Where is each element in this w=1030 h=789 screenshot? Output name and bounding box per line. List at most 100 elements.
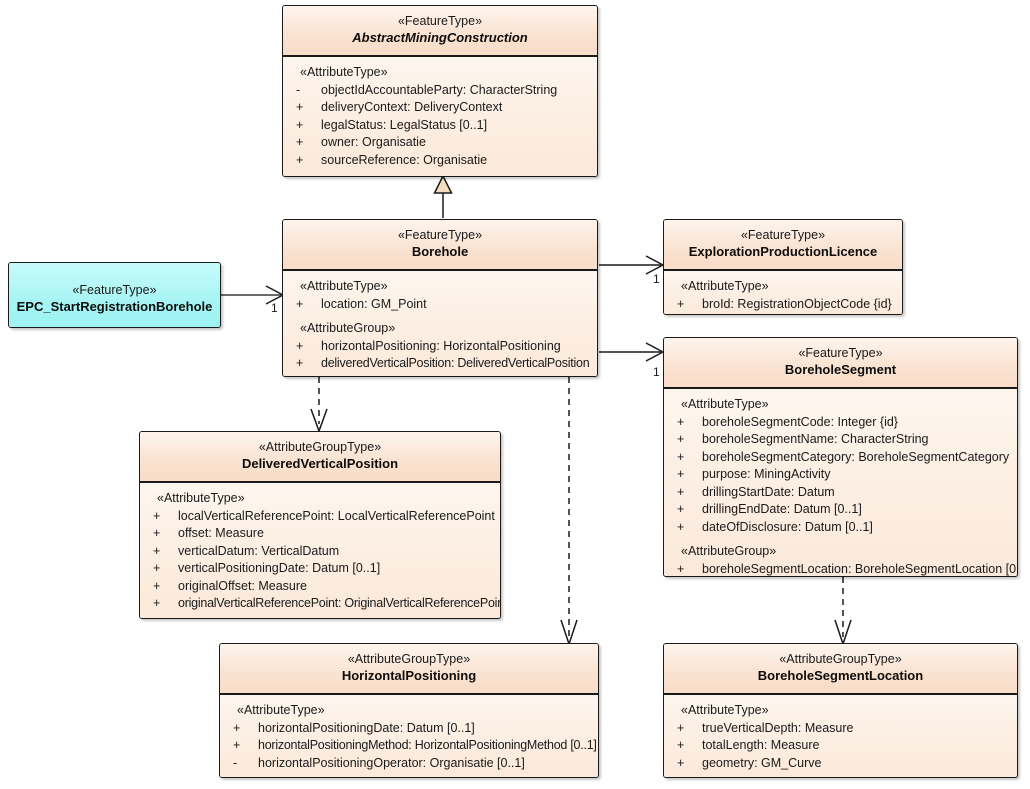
class-epc-startregistrationborehole[interactable]: «FeatureType» EPC_StartRegistrationBoreh… (8, 262, 221, 328)
class-name: HorizontalPositioning (341, 668, 477, 683)
attribute-text: boreholeSegmentName: CharacterString (702, 432, 929, 446)
attribute-row: + sourceReference: Organisatie (287, 152, 593, 170)
dependency-boreholesegment-to-boreholesegmentlocation (834, 577, 852, 647)
visibility-marker: + (677, 467, 685, 481)
attribute-row: - objectIdAccountableParty: CharacterStr… (287, 82, 593, 100)
attribute-row: + totalLength: Measure (668, 737, 1013, 755)
visibility-marker: + (296, 135, 304, 149)
visibility-marker: + (677, 755, 685, 770)
class-horizontalpositioning[interactable]: «AttributeGroupType» HorizontalPositioni… (219, 643, 599, 778)
attribute-row: + geometry: GM_Curve (668, 755, 1013, 773)
attribute-text: drillingStartDate: Datum (702, 484, 835, 499)
attribute-row: + boreholeSegmentCode: Integer {id} (668, 414, 1013, 432)
class-name: ExplorationProductionLicence (688, 244, 878, 259)
attribute-text: deliveryContext: DeliveryContext (321, 100, 503, 114)
visibility-marker: + (677, 484, 685, 499)
visibility-marker: + (677, 296, 685, 311)
visibility-marker: - (233, 755, 238, 770)
attribute-group-label: «AttributeType» (157, 491, 245, 505)
class-body-borehole: «AttributeType» + location: GM_Point «At… (283, 271, 597, 376)
attribute-row: + originalVerticalReferencePoint: Origin… (144, 595, 500, 613)
attribute-text: horizontalPositioning: HorizontalPositio… (321, 338, 561, 353)
visibility-marker: - (296, 82, 301, 97)
attribute-group-label: «AttributeType» (237, 703, 325, 717)
class-header-abstractminingconstruction: «FeatureType» AbstractMiningConstruction (283, 6, 597, 57)
attribute-row: + boreholeSegmentLocation: BoreholeSegme… (668, 561, 1017, 577)
visibility-marker: + (296, 152, 304, 167)
visibility-marker: + (677, 414, 685, 429)
attribute-row: + legalStatus: LegalStatus [0..1] (287, 117, 593, 135)
attribute-text: localVerticalReferencePoint: LocalVertic… (178, 508, 495, 523)
visibility-marker: + (296, 338, 304, 353)
class-abstractminingconstruction[interactable]: «FeatureType» AbstractMiningConstruction… (282, 5, 598, 177)
attribute-row: + horizontalPositioningMethod: Horizonta… (224, 737, 597, 755)
class-deliveredverticalposition[interactable]: «AttributeGroupType» DeliveredVerticalPo… (139, 431, 501, 619)
visibility-marker: + (677, 502, 685, 516)
attribute-group-label: «AttributeType» (300, 279, 388, 293)
class-explorationproductionlicence[interactable]: «FeatureType» ExplorationProductionLicen… (663, 219, 903, 315)
dependency-borehole-to-horizontalpositioning (560, 377, 578, 647)
attribute-text: boreholeSegmentLocation: BoreholeSegment… (702, 561, 1018, 576)
visibility-marker: + (153, 508, 161, 523)
attribute-text: trueVerticalDepth: Measure (702, 720, 854, 735)
attribute-row: + boreholeSegmentName: CharacterString (668, 431, 1013, 449)
class-stereotype: «AttributeGroupType» (258, 440, 382, 454)
class-header-epc-startregistrationborehole: «FeatureType» EPC_StartRegistrationBoreh… (9, 263, 220, 327)
class-boreholesegmentlocation[interactable]: «AttributeGroupType» BoreholeSegmentLoca… (663, 643, 1018, 778)
visibility-marker: + (153, 561, 161, 575)
visibility-marker: + (153, 578, 161, 593)
class-name: BoreholeSegment (784, 362, 897, 377)
class-name: BoreholeSegmentLocation (757, 668, 924, 683)
attribute-row: - horizontalPositioningOperator: Organis… (224, 755, 594, 773)
association-borehole-to-boreholesegment (599, 342, 665, 362)
attribute-row: + horizontalPositioningDate: Datum [0..1… (224, 720, 594, 738)
attribute-group-label: «AttributeType» (681, 397, 769, 411)
attribute-row: + broId: RegistrationObjectCode {id} (668, 296, 898, 314)
attribute-text: purpose: MiningActivity (702, 467, 831, 481)
visibility-marker: + (677, 519, 685, 534)
attribute-row: + dateOfDisclosure: Datum [0..1] (668, 519, 1013, 537)
attribute-row: + originalOffset: Measure (144, 578, 496, 596)
class-name: AbstractMiningConstruction (352, 30, 528, 45)
attribute-row: + verticalDatum: VerticalDatum (144, 543, 496, 561)
visibility-marker: + (677, 449, 685, 464)
attribute-group-label: «AttributeGroup» (300, 321, 396, 335)
attribute-group-label: «AttributeType» (681, 703, 769, 717)
attribute-text: deliveredVerticalPosition: DeliveredVert… (321, 356, 590, 370)
multiplicity-borehole-to-licence: 1 (653, 272, 660, 286)
attribute-row: + horizontalPositioning: HorizontalPosit… (287, 338, 593, 356)
class-name: EPC_StartRegistrationBorehole (16, 299, 213, 314)
attribute-text: legalStatus: LegalStatus [0..1] (321, 117, 488, 132)
attribute-text: horizontalPositioningMethod: HorizontalP… (258, 738, 597, 752)
attribute-text: originalOffset: Measure (178, 578, 307, 593)
class-body-explorationproductionlicence: «AttributeType» + broId: RegistrationObj… (664, 271, 902, 314)
class-body-horizontalpositioning: «AttributeType» + horizontalPositioningD… (220, 695, 598, 777)
attribute-text: boreholeSegmentCategory: BoreholeSegment… (702, 449, 1010, 464)
visibility-marker: + (233, 720, 241, 735)
attribute-text: owner: Organisatie (321, 135, 426, 149)
class-header-horizontalpositioning: «AttributeGroupType» HorizontalPositioni… (220, 644, 598, 695)
attribute-text: drillingEndDate: Datum [0..1] (702, 502, 862, 516)
attribute-row: + owner: Organisatie (287, 134, 593, 152)
attribute-text: broId: RegistrationObjectCode {id} (702, 296, 892, 311)
class-stereotype: «FeatureType» (72, 283, 157, 297)
class-body-boreholesegment: «AttributeType» + boreholeSegmentCode: I… (664, 389, 1017, 577)
class-header-boreholesegmentlocation: «AttributeGroupType» BoreholeSegmentLoca… (664, 644, 1017, 695)
visibility-marker: + (677, 738, 685, 752)
visibility-marker: + (677, 561, 685, 576)
class-boreholesegment[interactable]: «FeatureType» BoreholeSegment «Attribute… (663, 337, 1018, 577)
class-borehole[interactable]: «FeatureType» Borehole «AttributeType» +… (282, 219, 598, 377)
visibility-marker: + (296, 356, 304, 370)
class-body-deliveredverticalposition: «AttributeType» + localVerticalReference… (140, 483, 500, 618)
attribute-row: + verticalPositioningDate: Datum [0..1] (144, 560, 496, 578)
class-stereotype: «FeatureType» (397, 14, 483, 28)
class-stereotype: «AttributeGroupType» (347, 652, 471, 666)
attribute-row: + offset: Measure (144, 525, 496, 543)
visibility-marker: + (677, 720, 685, 735)
attribute-row: + drillingEndDate: Datum [0..1] (668, 501, 1013, 519)
class-name: DeliveredVerticalPosition (241, 456, 399, 471)
class-header-borehole: «FeatureType» Borehole (283, 220, 597, 271)
attribute-row: + trueVerticalDepth: Measure (668, 720, 1013, 738)
attribute-text: boreholeSegmentCode: Integer {id} (702, 414, 898, 429)
